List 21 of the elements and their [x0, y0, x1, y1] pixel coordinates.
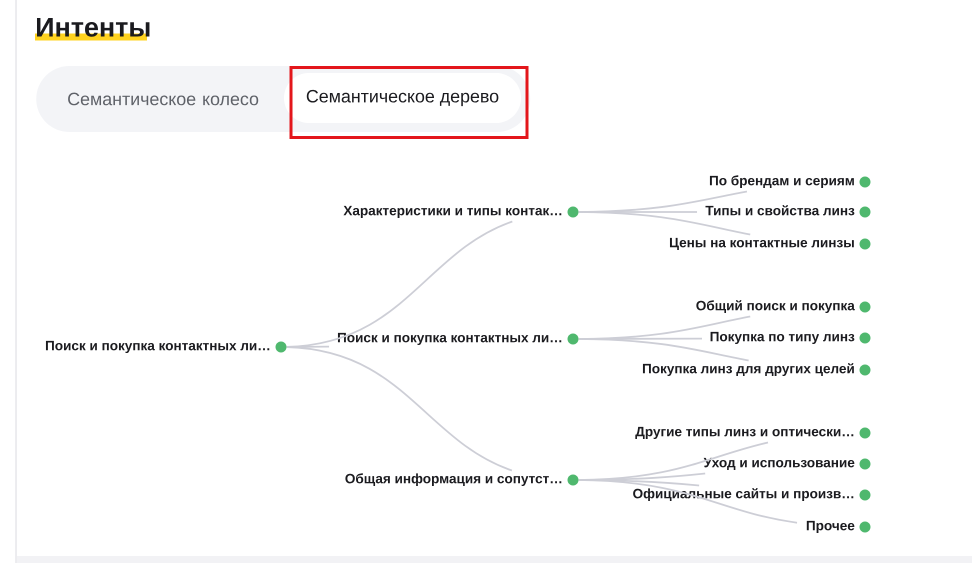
connector [286, 346, 330, 348]
connector [578, 338, 749, 362]
node-label: Покупка по типу линз [710, 332, 854, 344]
node-label: Поиск и покупка контактных ли… [46, 340, 270, 354]
node-label: Общая информация и сопутст… [345, 473, 562, 486]
heading: Интенты [35, 18, 150, 40]
node-label: По брендам и сериям [710, 175, 854, 188]
node-label: Характеристики и типы контак… [343, 206, 562, 218]
connector [578, 211, 750, 236]
node-label: Покупка линз для других целей [642, 363, 854, 376]
selected-tab: Семантическое дерево [284, 73, 521, 123]
node-label: Общий поиск и покупка [696, 300, 855, 314]
node-label: Типы и свойства линз [706, 205, 854, 216]
node-label: Поиск и покупка контактных ли… [338, 332, 562, 346]
node-label: Цены на контактные линзы [670, 238, 854, 250]
node-label: Другие типы линз и оптически… [635, 426, 854, 440]
connector [286, 346, 512, 472]
connector [578, 479, 798, 524]
node-label: Прочее [806, 520, 854, 534]
node-label: Официальные сайты и произв… [633, 488, 854, 502]
node-label: Уход и использование [704, 458, 854, 470]
